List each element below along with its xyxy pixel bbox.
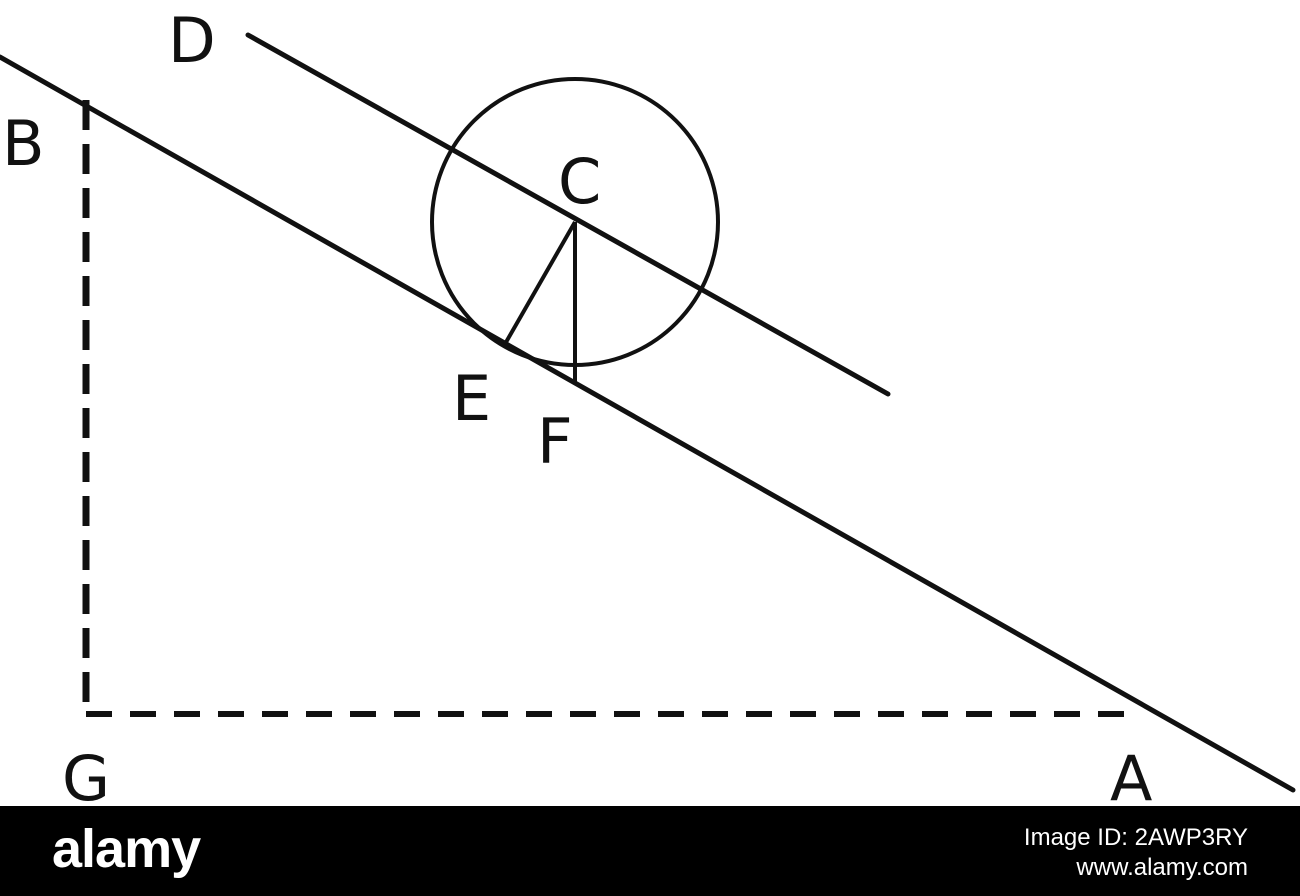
site-url-text: www.alamy.com [1076, 854, 1248, 881]
segment-ce [503, 221, 577, 345]
image-id-block: Image ID: 2AWP3RY www.alamy.com [1024, 823, 1248, 883]
parallel-line-dc [245, 32, 891, 397]
label-b: B [2, 107, 45, 180]
inclined-plane-diagram: D B C E F G A [0, 4, 1296, 806]
image-id-text: Image ID: 2AWP3RY [1023, 824, 1248, 851]
label-a: A [1110, 742, 1152, 806]
label-f: F [537, 405, 573, 478]
label-e: E [452, 362, 491, 435]
label-g: G [62, 742, 110, 806]
incline-line [0, 54, 1296, 793]
watermark-footer: alamy Image ID: 2AWP3RY www.alamy.com [0, 806, 1300, 896]
label-d: D [168, 4, 216, 77]
brand-logo: alamy [52, 819, 201, 879]
label-c: C [558, 145, 601, 218]
